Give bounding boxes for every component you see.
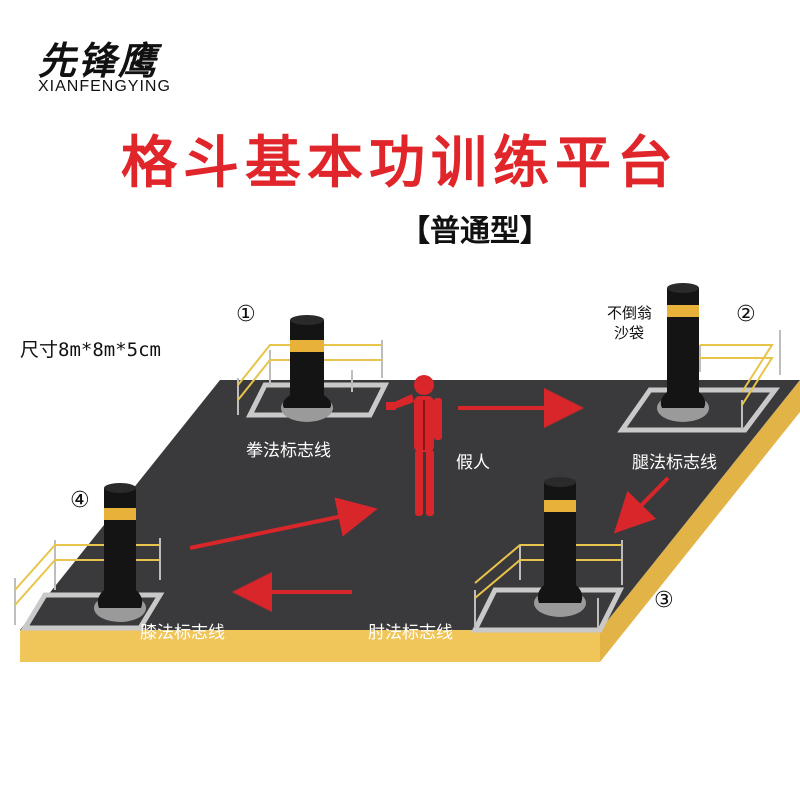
page-subtitle: 【普通型】 (400, 214, 550, 249)
knee-line-label: 膝法标志线 (140, 623, 225, 643)
brand-logo-text: 先锋鹰 (38, 39, 159, 83)
marker-box-kick (617, 387, 780, 433)
kick-line-label: 腿法标志线 (632, 453, 717, 473)
station-2-number: ② (736, 302, 756, 327)
platform-surface (20, 380, 800, 630)
brand-logo-subtext: XIANFENGYING (38, 78, 171, 95)
arrow-kick-to-elbow (613, 476, 670, 534)
size-label: 尺寸8m*8m*5cm (20, 339, 161, 361)
railing-punch (237, 340, 383, 415)
elbow-line-label: 肘法标志线 (368, 623, 453, 643)
sandbag-kick (657, 283, 709, 422)
platform-edge-front (20, 630, 600, 662)
station-3-number: ③ (654, 588, 674, 613)
marker-box-punch (245, 382, 390, 418)
sandbag-punch (281, 315, 333, 422)
training-dummy (386, 375, 442, 516)
page-title: 格斗基本功训练平台 (121, 131, 679, 196)
dummy-label: 假人 (456, 453, 490, 473)
tumbler-bag-label-line1: 不倒翁 (607, 304, 653, 322)
railing-kick (699, 330, 781, 430)
arrow-knee-to-dummy (189, 497, 378, 550)
railing-elbow (474, 540, 623, 628)
sandbag-knee (94, 483, 146, 622)
tumbler-bag-label-line2: 沙袋 (614, 324, 645, 342)
sandbag-elbow (534, 477, 586, 617)
platform-edge-right (600, 380, 800, 662)
station-1-number: ① (236, 302, 256, 327)
station-4-number: ④ (70, 488, 90, 513)
punch-line-label: 拳法标志线 (246, 441, 331, 461)
